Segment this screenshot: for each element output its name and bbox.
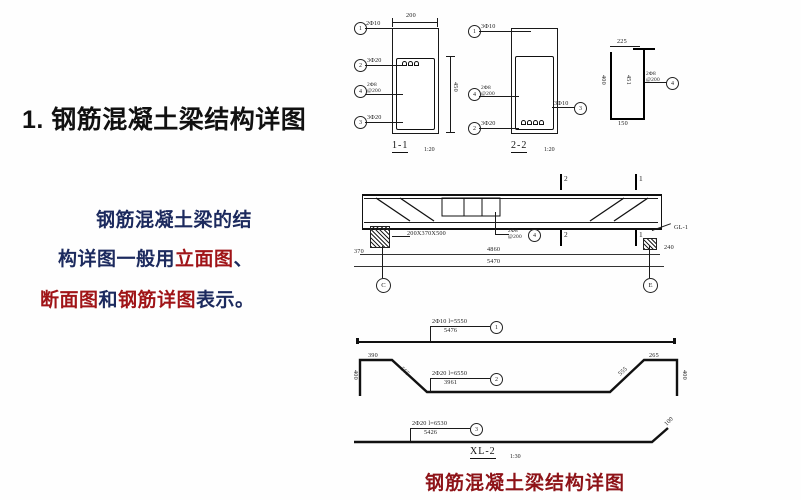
detail-3-inner-dim: 451: [625, 75, 632, 85]
highlight-section-view: 断面图: [40, 290, 99, 311]
dim-4860: 4860: [487, 246, 501, 253]
rebar-2-spec: 2Φ20 l=6550: [432, 370, 468, 377]
detail-3-top-dim: 225: [617, 38, 627, 45]
section-mark-bot-2: 2: [564, 230, 568, 239]
stirrup-label-b: @200: [508, 234, 522, 240]
rebar-3-shape: [354, 427, 669, 444]
rebar-item-1: 2Φ10 l=5550 5476 1: [352, 314, 692, 352]
section-2-2-title: 2-2: [511, 140, 528, 153]
callout-text-2-2: 3Φ20: [481, 120, 496, 127]
rebar-item-3: 2Φ20 l=6530 5426 3 100 XL-2 1:30: [352, 410, 692, 460]
rebar-3-length: 5426: [424, 429, 438, 436]
axis-bubble-e: E: [643, 278, 658, 293]
detail-3-callout-b: @200: [646, 77, 660, 83]
rebar-1-length: 5476: [444, 327, 458, 334]
axis-bubble-c: C: [376, 278, 391, 293]
rebar-2-left-top: 390: [368, 352, 378, 359]
rebar-schedule-drawing: 2Φ10 l=5550 5476 1 390 565 400 265 555 4…: [352, 314, 692, 464]
gl-label: GL-1: [674, 224, 689, 231]
figure-caption: 钢筋混凝土梁结构详图: [425, 473, 626, 494]
rebar-3-bubble: 3: [470, 423, 483, 436]
callout-text-1-4a: 2Φ8: [367, 82, 377, 88]
highlight-rebar-detail: 钢筋详图: [118, 290, 197, 311]
body-text-3b: 和: [98, 290, 119, 311]
body-text-2c: 、: [233, 249, 254, 270]
body-text-1: 钢筋混凝土梁的结: [96, 210, 253, 231]
rebar-2-shape: [358, 358, 679, 396]
support-right: [643, 238, 657, 250]
dim-height-1-1: 450: [452, 82, 459, 92]
rebar-item-2: 390 565 400 265 555 400 2Φ20 l=6550 3961…: [352, 352, 692, 408]
body-text-line-1: 钢筋混凝土梁的结: [96, 205, 252, 232]
page-title: 1. 钢筋混凝土梁结构详图: [22, 106, 307, 134]
detail-3-left-dim: 400: [600, 75, 607, 85]
callout-text-2-4b: @200: [481, 91, 495, 97]
section-mark-top-1: 1: [639, 174, 643, 183]
callout-bubble-2-3: 3: [574, 102, 587, 115]
section-2-2-scale: 1:20: [544, 147, 555, 153]
rebar-drawing-title: XL-2: [470, 446, 496, 459]
beam-elevation-drawing: 2 1 200X370X500 2Φ8 @200 4 2 1: [352, 172, 692, 300]
bent-bar-lines: [375, 197, 649, 222]
callout-text-1-4b: @200: [367, 88, 381, 94]
stirrup-bubble: 4: [528, 229, 541, 242]
callout-text-1-1: 2Φ10: [366, 20, 381, 27]
highlight-elevation-view: 立面图: [175, 249, 234, 270]
detail-3-callout-a: 2Φ8: [646, 71, 656, 77]
rebar-drawing-scale: 1:30: [510, 454, 521, 460]
rebar-2-left-vert: 400: [352, 370, 359, 380]
detail-3-drawing: 225 400 451 150 2Φ8 @200 4: [592, 30, 702, 140]
dim-width-1-1: 200: [406, 12, 416, 19]
rebar-1-bubble: 1: [490, 321, 503, 334]
rebar-2-bubble: 2: [490, 373, 503, 386]
support-left: [370, 226, 390, 248]
section-1-1-title: 1-1: [392, 140, 409, 153]
body-text-2a: 构详图一般用: [58, 249, 176, 270]
callout-bubble-4: 4: [354, 85, 367, 98]
beam-body: [362, 194, 662, 230]
callout-text-2-4a: 2Φ8: [481, 85, 491, 91]
callout-text-2-3: 3Φ10: [554, 100, 569, 107]
dim-240: 240: [664, 244, 674, 251]
rebar-3-spec: 2Φ20 l=6530: [412, 420, 448, 427]
dim-5470: 5470: [487, 258, 501, 265]
callout-bubble-2-4: 4: [468, 88, 481, 101]
body-text-line-2: 构详图一般用立面图、: [58, 244, 253, 271]
rebar-2-right-top: 265: [649, 352, 659, 359]
callout-text-2-1: 3Φ10: [481, 23, 496, 30]
detail-3-bubble: 4: [666, 77, 679, 90]
section-mark-top-2: 2: [564, 174, 568, 183]
callout-text-1-3: 3Φ20: [367, 114, 382, 121]
section-1-1-drawing: 200 450 1 2Φ10 2 3Φ20 4 2Φ8 @200 3 3Φ20 …: [352, 4, 464, 164]
callout-text-1-2: 3Φ20: [367, 57, 382, 64]
rebar-2-right-vert: 400: [681, 370, 688, 380]
body-text-line-3: 断面图和钢筋详图表示。: [40, 285, 255, 312]
section-1-1-scale: 1:20: [424, 147, 435, 153]
detail-3-bottom-dim: 150: [618, 120, 628, 127]
dim-370: 370: [354, 248, 364, 255]
rebar-2-length: 3961: [444, 379, 458, 386]
rebar-1-spec: 2Φ10 l=5550: [432, 318, 468, 325]
stirrup-label-a: 2Φ8: [508, 228, 518, 234]
section-2-2-drawing: 1 3Φ10 4 2Φ8 @200 2 3Φ20 3Φ10 3 2-2 1:20: [466, 4, 587, 164]
body-text-3d: 表示。: [196, 290, 255, 311]
section-mark-bot-1: 1: [639, 230, 643, 239]
beam-size-label: 200X370X500: [407, 230, 446, 237]
